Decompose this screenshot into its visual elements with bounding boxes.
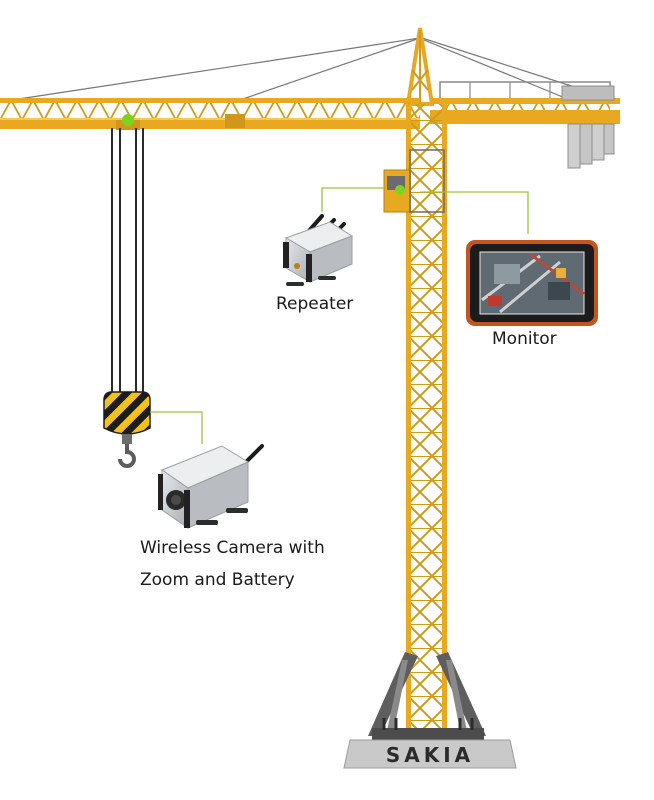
camera-connector: [150, 411, 203, 444]
concrete-base: SAKIA: [343, 739, 517, 769]
mast-base-supports: [368, 652, 486, 740]
crane-mast: [406, 104, 447, 744]
monitor-connector: [420, 191, 529, 234]
repeater-connector: [321, 187, 384, 212]
crane-counter-jib: [430, 81, 620, 124]
repeater-label: Repeater: [276, 294, 354, 314]
counterweights: [561, 85, 615, 169]
connector-lines: [150, 187, 529, 444]
camera-label-line-2: Zoom and Battery: [140, 570, 295, 590]
camera-label-line-1: Wireless Camera with: [140, 538, 325, 558]
wireless-camera-icon: [158, 444, 264, 529]
trolley-and-hoist: [111, 114, 144, 398]
operator-cab: [383, 149, 445, 213]
crane-jib: [0, 98, 420, 129]
tablet-monitor-icon: [466, 240, 598, 326]
monitor-label: Monitor: [492, 329, 557, 349]
hook-block: [103, 391, 151, 468]
repeater-icon: [283, 214, 354, 286]
base-brand-text: SAKIA: [386, 743, 474, 767]
support-cables: [11, 37, 616, 101]
